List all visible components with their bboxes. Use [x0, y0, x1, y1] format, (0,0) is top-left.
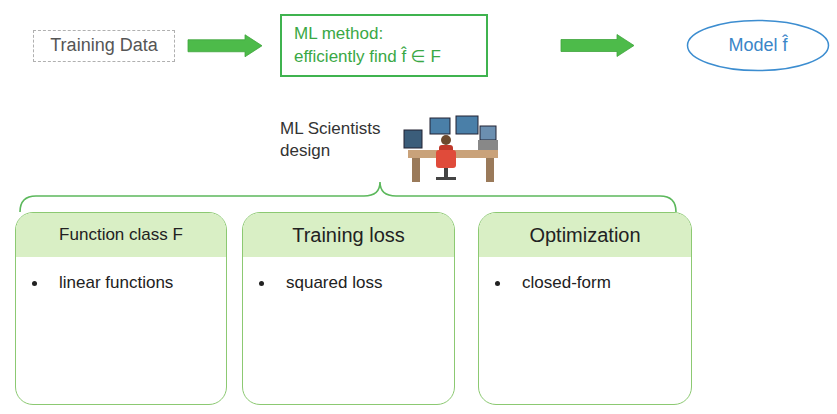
- monitor: [430, 118, 450, 134]
- chair-post: [444, 168, 448, 178]
- bullet-dot: [495, 281, 500, 286]
- caption-label: ML Scientists design: [280, 118, 402, 162]
- block-arrow: [561, 35, 634, 57]
- bullet-text: closed-form: [522, 273, 611, 293]
- bullet-text: linear functions: [59, 273, 173, 293]
- ellipse-shape: [688, 21, 829, 71]
- process-box: ML method: efficiently find f̂ ∈ F: [280, 14, 488, 77]
- bullet-dot: [32, 281, 37, 286]
- card-heading: Function class F: [59, 225, 183, 245]
- design-card: Training loss squared loss: [242, 212, 455, 405]
- bullet-dot: [259, 281, 264, 286]
- design-card: Function class F linear functions: [15, 212, 227, 405]
- block-arrow: [188, 35, 262, 57]
- card-heading: Training loss: [292, 224, 405, 247]
- desk-leg: [486, 158, 494, 182]
- monitor: [404, 130, 422, 148]
- bullet-row: linear functions: [32, 273, 216, 293]
- node-text: ML method: efficiently find f̂ ∈ F: [294, 23, 446, 67]
- curly-brace: [20, 182, 676, 212]
- computer-case: [478, 140, 498, 150]
- model-ellipse: Model f̂: [686, 19, 830, 72]
- process-box: Training Data: [33, 30, 175, 62]
- desk-leg: [412, 158, 420, 182]
- chair: [436, 150, 456, 168]
- card-header: Training loss: [243, 213, 454, 257]
- monitor: [480, 126, 496, 140]
- chair-base: [436, 177, 456, 180]
- card-header: Optimization: [479, 213, 691, 257]
- node-text: Training Data: [50, 34, 157, 57]
- card-header: Function class F: [16, 213, 226, 257]
- person-head: [441, 135, 451, 145]
- card-heading: Optimization: [529, 224, 640, 247]
- scientist-illustration: [404, 116, 498, 182]
- bullet-row: squared loss: [259, 273, 444, 293]
- node-text: Model f̂: [728, 35, 787, 56]
- design-card: Optimization closed-form: [478, 212, 692, 405]
- bullet-text: squared loss: [286, 273, 382, 293]
- card-body: closed-form: [479, 257, 691, 293]
- card-body: linear functions: [16, 257, 226, 293]
- monitor: [456, 116, 478, 134]
- card-body: squared loss: [243, 257, 454, 293]
- bullet-row: closed-form: [495, 273, 681, 293]
